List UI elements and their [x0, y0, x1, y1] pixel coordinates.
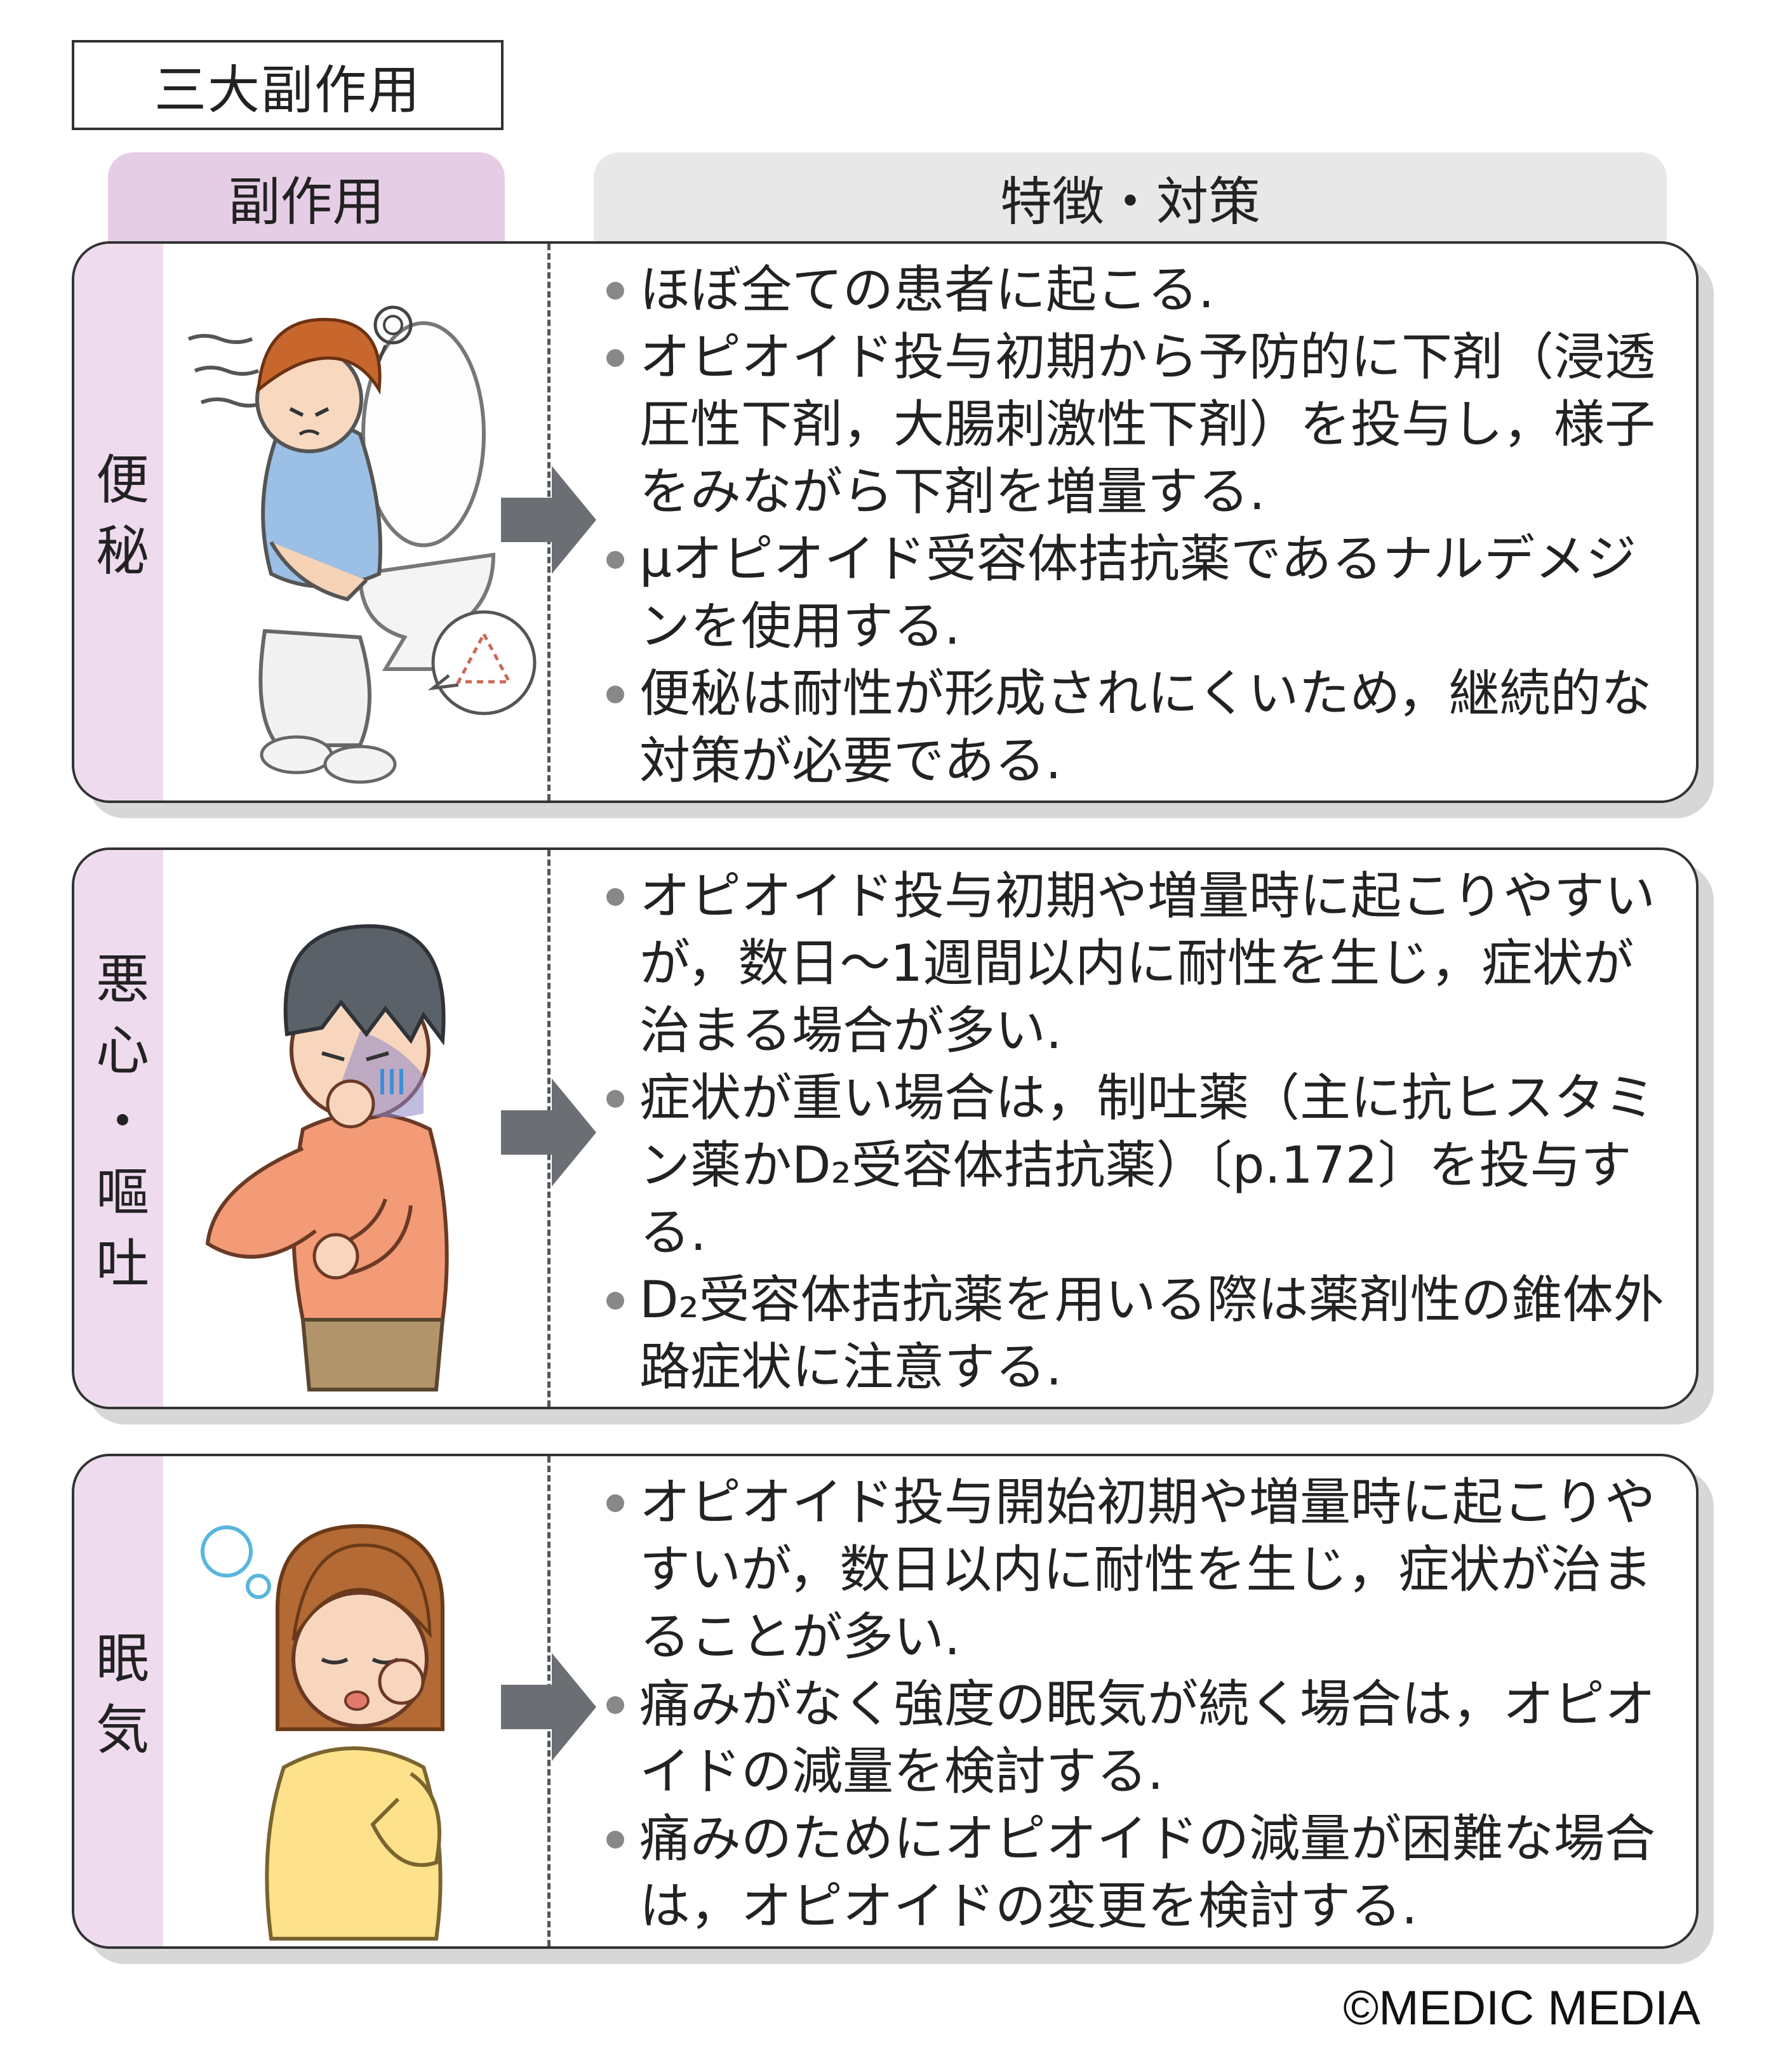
drowsiness-illustration-icon [201, 1524, 444, 1941]
arrow-right-icon [501, 1653, 596, 1761]
features-list: ほぼ全ての患者に起こる. オピオイド投与初期から予防的に下剤（浸透圧性下剤，大腸… [601, 256, 1671, 795]
label-column [74, 244, 163, 800]
constipation-illustration-icon [187, 305, 537, 784]
copyright-notice: ©MEDIC MEDIA [1343, 1981, 1700, 2035]
side-effect-label: 悪心・嘔吐 [87, 950, 150, 1306]
list-item: オピオイド投与初期や増量時に起こりやすいが，数日〜1週間以内に耐性を生じ，症状が… [601, 863, 1671, 1065]
side-effect-label: 眠気 [87, 1630, 150, 1772]
nausea-illustration-icon [205, 924, 449, 1391]
list-item: μオピオイド受容体拮抗薬であるナルデメジンを使用する. [601, 526, 1671, 660]
side-effect-label: 便秘 [87, 451, 150, 594]
features-list: オピオイド投与開始初期や増量時に起こりやすいが，数日以内に耐性を生じ，症状が治ま… [601, 1469, 1671, 1940]
arrow-right-icon [501, 466, 596, 574]
list-item: 症状が重い場合は，制吐薬（主に抗ヒスタミン薬かD₂受容体拮抗薬）〔p.172〕を… [601, 1065, 1671, 1266]
features-list: オピオイド投与初期や増量時に起こりやすいが，数日〜1週間以内に耐性を生じ，症状が… [601, 863, 1671, 1401]
list-item: D₂受容体拮抗薬を用いる際は薬剤性の錐体外路症状に注意する. [601, 1266, 1671, 1401]
row-card: 便秘 ほぼ全ての患者に起こる. [72, 241, 1699, 803]
list-item: オピオイド投与初期から予防的に下剤（浸透圧性下剤，大腸刺激性下剤）を投与し，様子… [601, 324, 1671, 526]
arrow-right-icon [501, 1079, 596, 1186]
label-column [74, 850, 163, 1407]
list-item: 便秘は耐性が形成されにくいため，継続的な対策が必要である. [601, 660, 1671, 795]
header-features: 特徴・対策 [594, 152, 1667, 241]
row-drowsiness: 眠気 オピオイド投与開始初期や増量時に起こりやすいが，数日以内に耐性を生じ，症状… [72, 1454, 1714, 1964]
label-column [74, 1456, 163, 1946]
header-side-effect: 副作用 [108, 152, 505, 241]
list-item: オピオイド投与開始初期や増量時に起こりやすいが，数日以内に耐性を生じ，症状が治ま… [601, 1469, 1671, 1671]
row-nausea-vomiting: 悪心・嘔吐 オピオイド投与初期や増量時に起こりやすいが，数日〜1週間以内に耐性を… [72, 847, 1714, 1424]
row-card: 悪心・嘔吐 オピオイド投与初期や増量時に起こりやすいが，数日〜1週間以内に耐性を… [72, 847, 1699, 1409]
row-card: 眠気 オピオイド投与開始初期や増量時に起こりやすいが，数日以内に耐性を生じ，症状… [72, 1454, 1699, 1949]
figure-title: 三大副作用 [72, 40, 504, 130]
list-item: 痛みのためにオピオイドの減量が困難な場合は，オピオイドの変更を検討する. [601, 1805, 1671, 1940]
list-item: ほぼ全ての患者に起こる. [601, 256, 1671, 324]
list-item: 痛みがなく強度の眠気が続く場合は，オピオイドの減量を検討する. [601, 1671, 1671, 1805]
row-constipation: 便秘 ほぼ全ての患者に起こる. [72, 241, 1714, 818]
